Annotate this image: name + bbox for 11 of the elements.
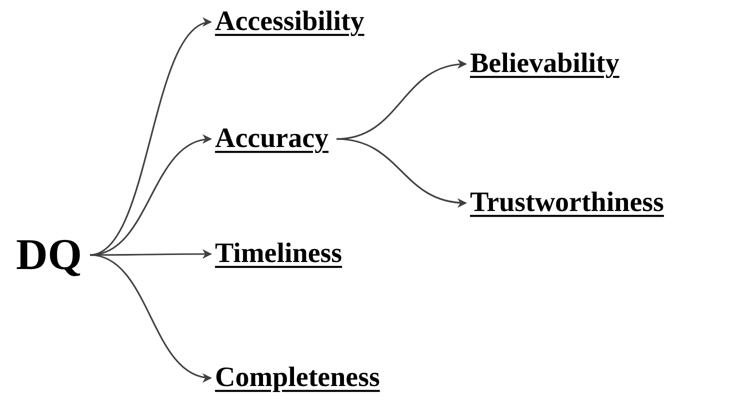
underlined-label: Accuracy — [215, 122, 329, 156]
arrow — [90, 249, 212, 259]
root-label: DQ — [16, 233, 82, 277]
underlined-label: Timeliness — [215, 238, 342, 270]
arrow — [90, 254, 212, 382]
underlined-label: Accessibility — [215, 6, 364, 38]
underlined-label: Believability — [470, 48, 620, 80]
underlined-label: Completeness — [215, 362, 380, 394]
underlined-label: Trustworthiness — [470, 186, 664, 220]
arrow — [336, 138, 467, 208]
arrow — [336, 60, 467, 140]
